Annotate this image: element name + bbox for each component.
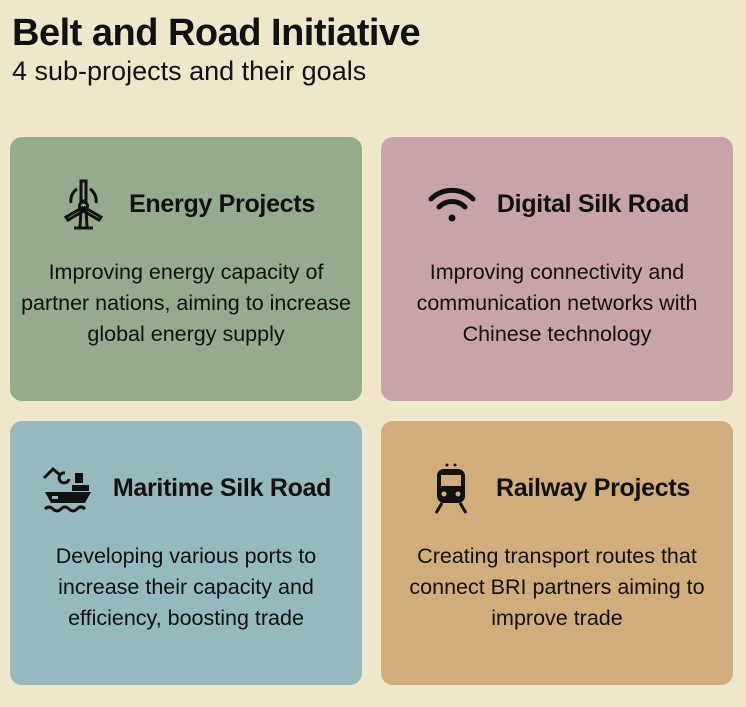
card-title: Energy Projects (129, 189, 315, 218)
cargo-ship-icon (42, 466, 91, 513)
card-railway-projects: Railway Projects Creating transport rout… (381, 421, 733, 685)
card-energy-projects: Energy Projects Improving energy capacit… (10, 137, 362, 401)
card-description: Creating transport routes that connect B… (409, 544, 705, 630)
card-maritime-silk-road: Maritime Silk Road Developing various po… (10, 421, 362, 685)
card-description: Improving connectivity and communication… (416, 260, 698, 346)
card-digital-silk-road: Digital Silk Road Improving connectivity… (381, 137, 733, 401)
card-title: Maritime Silk Road (112, 473, 332, 502)
page-title: Belt and Road Initiative (12, 12, 421, 54)
card-title: Railway Projects (496, 473, 690, 502)
wifi-icon (428, 187, 476, 222)
train-icon (434, 463, 468, 514)
page-subtitle: 4 sub-projects and their goals (12, 56, 367, 86)
wind-turbine-icon (63, 179, 104, 230)
card-description: Developing various ports to increase the… (55, 544, 317, 630)
card-title: Digital Silk Road (496, 189, 690, 218)
card-description: Improving energy capacity of partner nat… (21, 260, 351, 346)
